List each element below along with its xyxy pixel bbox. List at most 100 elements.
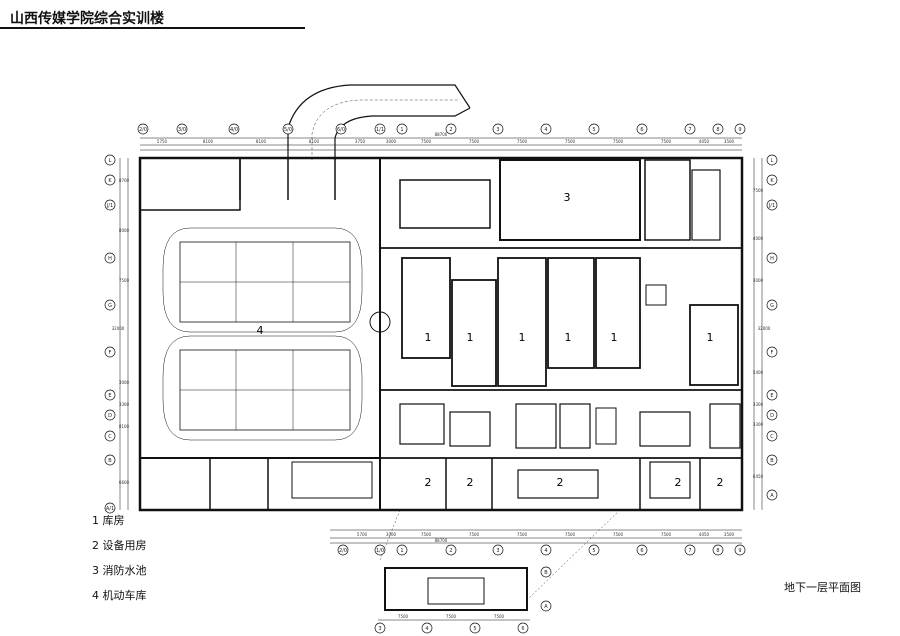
right-axis-bubble-G	[766, 299, 778, 311]
bottom-axis-label: 2	[449, 548, 452, 554]
top-axis-bubble-4	[282, 123, 294, 135]
room-legend: 1 库房 2 设备用房 3 消防水池 4 机动车库	[92, 508, 147, 608]
top-axis-bubble-2	[176, 123, 188, 135]
right-axis-bubble-L	[766, 154, 778, 166]
bottom-axis-bubble-3	[396, 544, 408, 556]
annex-axis-bubble-4	[421, 622, 433, 634]
bottom-dim-value: 7500	[421, 532, 432, 537]
right-dim-value: 7500	[753, 188, 764, 193]
right-dim-value: 6450	[753, 474, 764, 479]
bottom-axis-bubble-7	[588, 544, 600, 556]
bottom-dim-value: 3000	[386, 532, 397, 537]
title-underline	[0, 27, 305, 29]
top-axis-label: 7	[688, 127, 691, 133]
top-axis-label: 6	[640, 127, 643, 133]
room-number-fire-tank: 3	[564, 191, 571, 204]
top-axis-label: 3/0	[178, 127, 186, 133]
fire-water-tank	[499, 159, 641, 241]
top-axis-bubble-13	[684, 123, 696, 135]
right-axis-label: B	[770, 458, 774, 464]
room-number-storage: 1	[467, 331, 474, 344]
right-dim-value: 4000	[753, 236, 764, 241]
annex-dim-value: 7500	[398, 614, 409, 619]
revolving-door-icon	[369, 311, 391, 333]
left-axis-bubble-A1	[104, 502, 116, 514]
left-dim-value: 8000	[119, 228, 130, 233]
storage-room-2	[451, 279, 497, 387]
drawing-title: 山西传媒学院综合实训楼	[10, 11, 164, 27]
bottom-axis-bubble-2	[374, 544, 386, 556]
bottom-dim-total: 88700	[435, 538, 448, 543]
right-dim-value: 3000	[753, 278, 764, 283]
bottom-dim-value: 7500	[613, 532, 624, 537]
bottom-axis-label: 5	[592, 548, 595, 554]
top-dim-value: 7500	[469, 139, 480, 144]
top-dim-value: 3000	[386, 139, 397, 144]
storage-room-5	[595, 257, 641, 369]
side-dim-total-right: 32000	[758, 326, 771, 331]
top-axis-bubble-12	[636, 123, 648, 135]
annex-axis-bubble-3	[374, 622, 386, 634]
room-number-equipment: 2	[675, 476, 682, 489]
right-axis-bubble-D	[766, 409, 778, 421]
left-axis-label: F	[109, 350, 112, 356]
left-axis-label: A/1	[106, 506, 114, 512]
bottom-dim-value: 3500	[724, 532, 735, 537]
room-number-storage: 1	[611, 331, 618, 344]
bottom-axis-label: 8	[716, 548, 719, 554]
storage-room-3	[497, 257, 547, 387]
top-axis-label: 5	[592, 127, 595, 133]
top-dim-value: 7500	[565, 139, 576, 144]
left-axis-label: H	[108, 256, 112, 262]
bottom-axis-bubble-5	[492, 544, 504, 556]
service-room-3	[515, 403, 557, 449]
bottom-axis-bubble-6	[540, 544, 552, 556]
right-dim-value: 3300	[753, 422, 764, 427]
bottom-dim-value: 7500	[661, 532, 672, 537]
right-axis-bubble-B	[766, 454, 778, 466]
elevator-shaft	[645, 284, 667, 306]
top-axis-bubble-7	[396, 123, 408, 135]
annex-side-bubble-B	[540, 566, 552, 578]
service-stair	[595, 407, 617, 445]
left-axis-label: D	[108, 413, 112, 419]
left-axis-bubble-L	[104, 154, 116, 166]
ramp-inner-arc	[334, 107, 471, 160]
equipment-room-center	[517, 469, 599, 499]
annex-axis-label: 5	[473, 626, 476, 632]
top-axis-bubble-15	[734, 123, 746, 135]
right-dim-value: 3300	[753, 402, 764, 407]
top-axis-label: 2/0	[139, 127, 147, 133]
annex-dim-value: 7500	[494, 614, 505, 619]
bottom-axis-bubble-8	[636, 544, 648, 556]
storage-room-4	[547, 257, 595, 369]
driving-loop-upper	[162, 227, 363, 333]
room-number-equipment: 2	[717, 476, 724, 489]
top-axis-bubble-3	[228, 123, 240, 135]
annex-side-label: B	[544, 570, 548, 576]
left-axis-bubble-D	[104, 409, 116, 421]
annex-axis-label: 6	[521, 626, 524, 632]
right-axis-label: G	[770, 303, 774, 309]
bottom-axis-label: 1/0	[376, 548, 384, 554]
legend-item-equipment: 2 设备用房	[92, 539, 147, 552]
bottom-axis-label: 1	[400, 548, 403, 554]
bottom-axis-bubble-1	[337, 544, 349, 556]
left-axis-bubble-B	[104, 454, 116, 466]
room-number-equipment: 2	[425, 476, 432, 489]
left-dim-value: 8700	[119, 178, 130, 183]
garage-south-storage	[291, 461, 373, 499]
room-number-garage: 4	[257, 324, 264, 337]
left-axis-bubble-E	[104, 389, 116, 401]
left-axis-label: B	[108, 458, 112, 464]
top-dim-value: 3750	[355, 139, 366, 144]
right-axis-label: E	[770, 393, 773, 399]
right-axis-label: C	[770, 434, 774, 440]
service-room-6	[709, 403, 741, 449]
building-outer-wall	[138, 156, 744, 512]
annex-side-bubble-A	[540, 600, 552, 612]
top-axis-bubble-10	[540, 123, 552, 135]
top-axis-label: 8	[716, 127, 719, 133]
bottom-dim-value: 4050	[699, 532, 710, 537]
